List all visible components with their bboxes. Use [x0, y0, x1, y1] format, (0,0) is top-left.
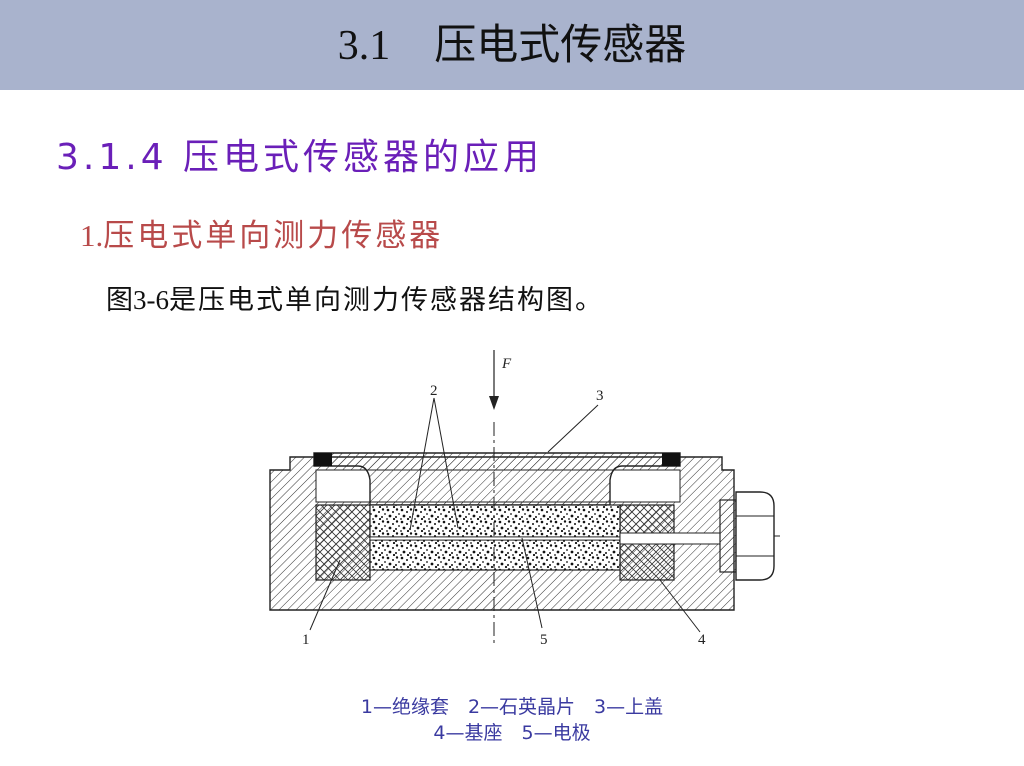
figure-reference: 图3-6	[106, 285, 169, 315]
intro-sentence: 是压电式单向测力传感器结构图。	[169, 285, 604, 316]
slide-title-text: 压电式传感器	[434, 20, 687, 69]
figure-legend-line1: 1—绝缘套 2—石英晶片 3—上盖	[360, 696, 664, 718]
leader-lines	[309, 397, 701, 633]
side-connector	[719, 491, 780, 581]
quartz-plate-lower	[369, 539, 621, 571]
top-cover	[313, 452, 681, 506]
callout-2: 2	[430, 383, 438, 399]
force-arrow	[489, 350, 499, 410]
force-label: F	[501, 356, 512, 372]
slide-title-number: 3.1	[337, 23, 391, 69]
subsection-heading: 1.压电式单向测力传感器	[80, 210, 443, 255]
quartz-plate-upper	[369, 504, 621, 538]
insulating-sleeve-left	[315, 504, 371, 581]
electrode-lead	[619, 532, 721, 545]
intro-text: 图3-6是压电式单向测力传感器结构图。	[106, 278, 604, 317]
sensor-structure-diagram: F 2 3 1 5 4	[269, 350, 780, 648]
figure-legend-line2: 4—基座 5—电极	[433, 722, 591, 744]
callout-5: 5	[540, 632, 548, 648]
title-banner	[0, 0, 1024, 90]
subsection-number: 1.	[80, 218, 104, 253]
slide-title: 3.1 压电式传感器	[0, 0, 1024, 90]
section-heading: 3.1.4 压电式传感器的应用	[56, 137, 544, 178]
callout-4: 4	[698, 632, 706, 648]
subsection-title: 压电式单向测力传感器	[103, 218, 444, 254]
callout-3: 3	[596, 388, 604, 404]
callout-1: 1	[302, 632, 310, 648]
